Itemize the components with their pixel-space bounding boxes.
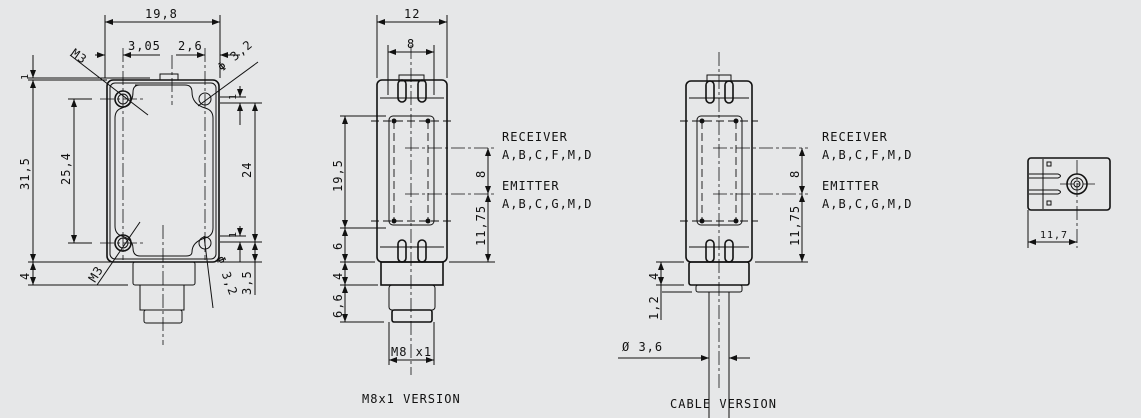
connector bbox=[380, 261, 444, 286]
housing-outline bbox=[376, 79, 448, 263]
slot bbox=[417, 79, 427, 103]
top-view: 11,7 bbox=[1027, 157, 1111, 248]
m8-version-view: 12 8 19,5 6 4 6,6 M8 x1 8 11,75 RECEIVER… bbox=[331, 7, 592, 406]
housing-outline bbox=[1027, 157, 1111, 211]
dim-4: 4 bbox=[331, 272, 345, 280]
connector bbox=[132, 261, 196, 286]
dim-cable-diameter: Ø 3,6 bbox=[622, 340, 663, 354]
dim-optic-pitch: 8 bbox=[788, 170, 802, 178]
dim-6: 6 bbox=[331, 242, 345, 250]
dim-thread: M8 x1 bbox=[391, 345, 432, 359]
receiver-models: A,B,C,F,M,D bbox=[822, 148, 912, 162]
slot bbox=[397, 79, 407, 103]
slot bbox=[397, 239, 407, 263]
dim-6-6: 6,6 bbox=[331, 293, 345, 318]
slot bbox=[705, 80, 715, 104]
dim-optic-offset: 11,75 bbox=[474, 205, 488, 246]
slot bbox=[724, 239, 734, 263]
dim-width: 19,8 bbox=[145, 7, 178, 21]
cable-version-view: 4 1,2 Ø 3,6 8 11,75 RECEIVER A,B,C,F,M,D… bbox=[618, 52, 912, 418]
slot bbox=[705, 239, 715, 263]
dim-bottom-offset: 4 bbox=[18, 272, 32, 280]
caption-cable-version: CABLE VERSION bbox=[670, 397, 777, 411]
inner-window bbox=[114, 84, 214, 257]
dim-optic-pitch: 8 bbox=[474, 170, 488, 178]
label-thread-top: M3 bbox=[68, 46, 90, 67]
emitter-models: A,B,C,G,M,D bbox=[502, 197, 592, 211]
receiver-models: A,B,C,F,M,D bbox=[502, 148, 592, 162]
emitter-label: EMITTER bbox=[822, 179, 880, 193]
receiver-label: RECEIVER bbox=[502, 130, 568, 144]
dim-1-2: 1,2 bbox=[647, 295, 661, 320]
dim-hole-offset-right: 2,6 bbox=[178, 39, 203, 53]
dim-right-bottom-gap: 3,5 bbox=[240, 270, 254, 295]
label-thread-bottom: M3 bbox=[86, 263, 107, 284]
lens-window bbox=[388, 115, 435, 226]
dim-window-height: 19,5 bbox=[331, 159, 345, 192]
dim-right-bottom-offset: 1 bbox=[228, 231, 239, 238]
dim-width: 12 bbox=[404, 7, 420, 21]
dim-optic-offset: 11,75 bbox=[788, 205, 802, 246]
slot bbox=[724, 80, 734, 104]
lens-window bbox=[696, 115, 743, 226]
receiver-label: RECEIVER bbox=[822, 130, 888, 144]
emitter-models: A,B,C,G,M,D bbox=[822, 197, 912, 211]
dim-height: 31,5 bbox=[18, 157, 32, 190]
slot bbox=[417, 239, 427, 263]
dim-depth: 11,7 bbox=[1040, 230, 1068, 241]
front-view: 19,8 3,05 2,6 M3 M3 Φ 3,2 Φ 3,2 1 31,5 4… bbox=[18, 7, 262, 345]
dim-4: 4 bbox=[647, 272, 661, 280]
dim-right-top-offset: 1 bbox=[228, 93, 239, 100]
dim-hole-pitch-left: 25,4 bbox=[59, 152, 73, 185]
emitter-label: EMITTER bbox=[502, 179, 560, 193]
label-hole-dia-bottom: Φ 3,2 bbox=[213, 254, 240, 297]
dim-hole-pitch-right: 24 bbox=[240, 162, 254, 178]
dim-hole-offset-left: 3,05 bbox=[128, 39, 161, 53]
caption-m8-version: M8x1 VERSION bbox=[362, 392, 461, 406]
dim-inner-width: 8 bbox=[407, 37, 415, 51]
dim-top-offset: 1 bbox=[20, 73, 31, 80]
